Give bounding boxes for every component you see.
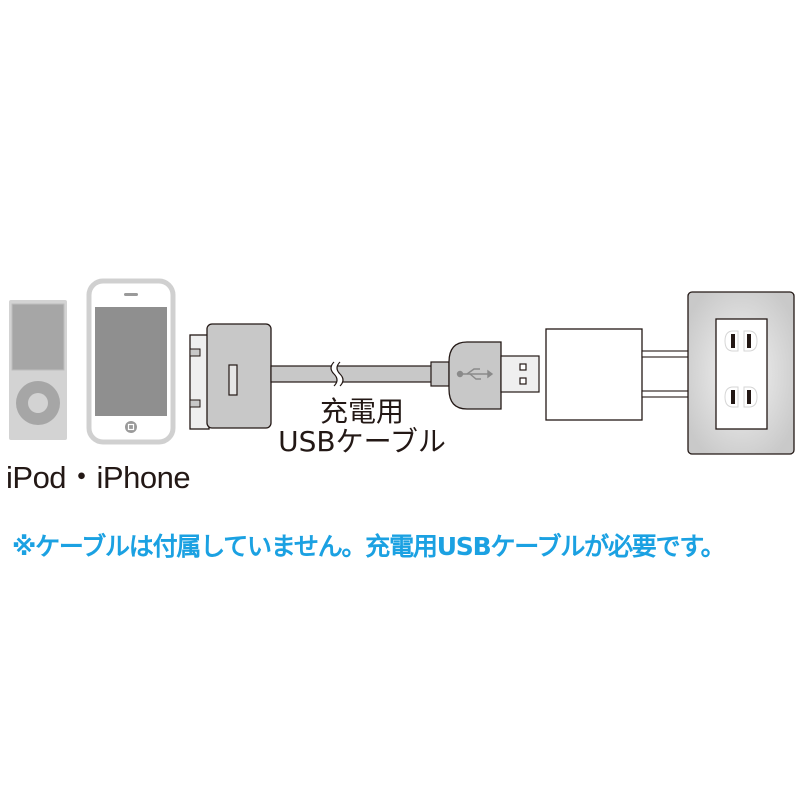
wall-outlet-icon	[687, 291, 795, 455]
cable-label-line1: 充電用	[319, 395, 404, 428]
ipod-icon	[9, 300, 67, 440]
cable-label-line2: USBケーブル	[278, 425, 446, 458]
devices-label: iPod・iPhone	[6, 460, 191, 495]
usb-plug-icon	[430, 341, 540, 410]
outlet-socket-top	[724, 330, 758, 352]
dock-connector-icon	[189, 323, 272, 430]
usb-icon	[456, 368, 494, 380]
cable-label: 充電用 USBケーブル	[262, 397, 462, 457]
outlet-socket-bottom	[724, 386, 758, 408]
cable-icon	[270, 360, 454, 388]
ac-adapter-icon	[545, 328, 697, 421]
note-text: ※ケーブルは付属していません。充電用USBケーブルが必要です。	[12, 532, 726, 561]
iphone-icon	[86, 278, 176, 445]
